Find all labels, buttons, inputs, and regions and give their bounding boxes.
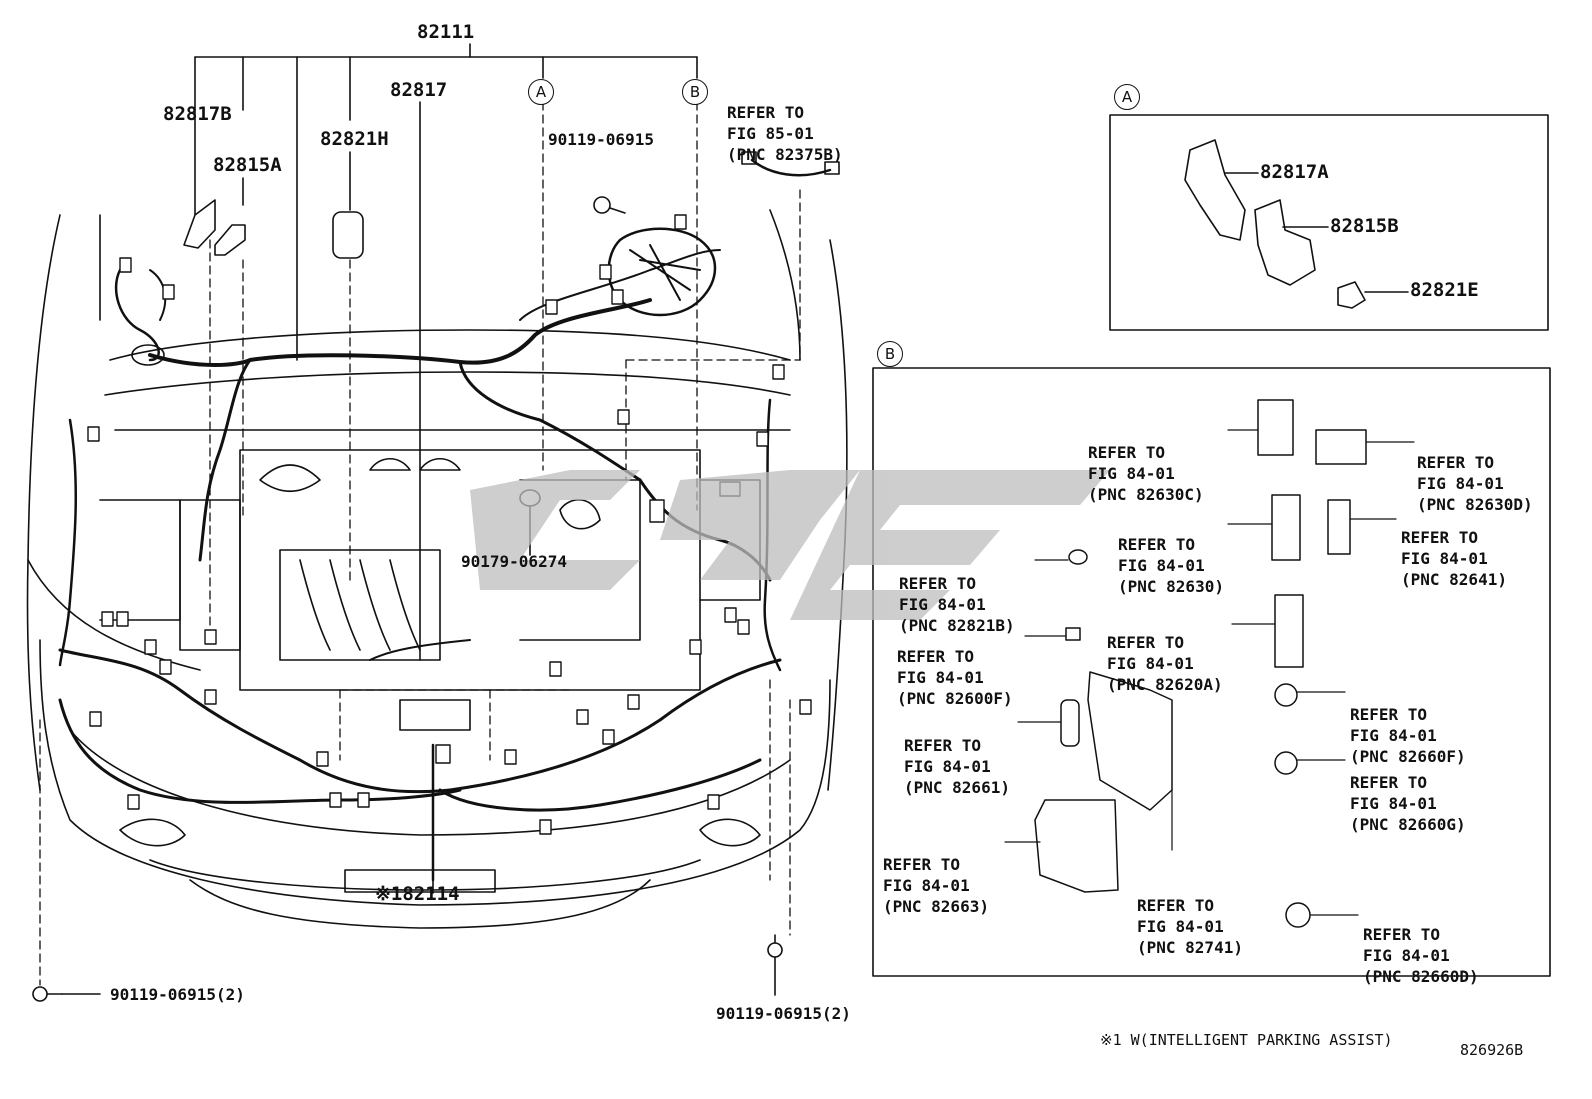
part-label-grommet: 90179-06274 xyxy=(461,552,567,571)
part-label-82815a: 82815A xyxy=(213,154,282,176)
part-label-bolt-right: 90119-06915(2) xyxy=(716,1004,851,1023)
footnote: ※1 W(INTELLIGENT PARKING ASSIST) xyxy=(1100,1031,1393,1049)
part-label-82817a: 82817A xyxy=(1260,161,1329,183)
callout-a: A xyxy=(528,79,554,105)
part-label-82821e: 82821E xyxy=(1410,279,1479,301)
part-label-bolt-top: 90119-06915 xyxy=(548,130,654,149)
part-label-bolt-left: 90119-06915(2) xyxy=(110,985,245,1004)
asterisk-mark: ※1 xyxy=(375,883,403,905)
watermark-logo xyxy=(470,470,1110,620)
part-label-82114: ※182114 xyxy=(375,883,460,905)
part-label-82111: 82111 xyxy=(417,21,475,43)
part-label-82815b: 82815B xyxy=(1330,215,1399,237)
figure-number: 826926B xyxy=(1460,1041,1524,1059)
part-label-82817b: 82817B xyxy=(163,103,232,125)
inset-a-marker: A xyxy=(1114,84,1140,110)
callout-b: B xyxy=(682,79,708,105)
part-label-82821h: 82821H xyxy=(320,128,389,150)
part-label-82817: 82817 xyxy=(390,79,448,101)
inset-b-marker: B xyxy=(877,341,903,367)
